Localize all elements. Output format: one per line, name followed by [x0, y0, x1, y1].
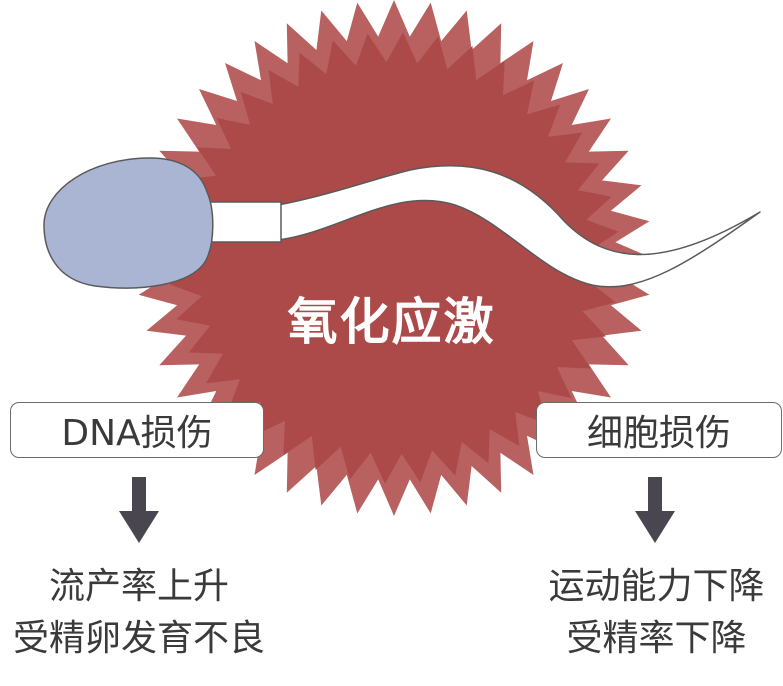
stress-burst-inner: [168, 32, 620, 484]
outcome-fertilization-rate: 受精率下降: [566, 618, 747, 659]
down-arrow-right: [635, 477, 675, 543]
oxidative-stress-label: 氧化应激: [287, 293, 496, 351]
sperm-midpiece: [204, 201, 282, 243]
outcome-miscarriage: 流产率上升: [48, 566, 229, 607]
dna-damage-label: DNA损伤: [61, 413, 213, 454]
cell-damage-outcomes: 运动能力下降 受精率下降: [530, 561, 783, 665]
cell-damage-label: 细胞损伤: [586, 413, 731, 454]
sperm-tail: [277, 164, 761, 288]
dna-damage-box: DNA损伤: [10, 402, 264, 458]
down-arrow-left: [119, 477, 159, 543]
outcome-embryo-development: 受精卵发育不良: [12, 618, 265, 659]
sperm-cell: [43, 157, 761, 289]
outcome-motility: 运动能力下降: [548, 566, 765, 607]
cell-damage-box: 细胞损伤: [536, 402, 782, 458]
sperm-head: [43, 157, 214, 289]
dna-damage-outcomes: 流产率上升 受精卵发育不良: [0, 561, 278, 665]
